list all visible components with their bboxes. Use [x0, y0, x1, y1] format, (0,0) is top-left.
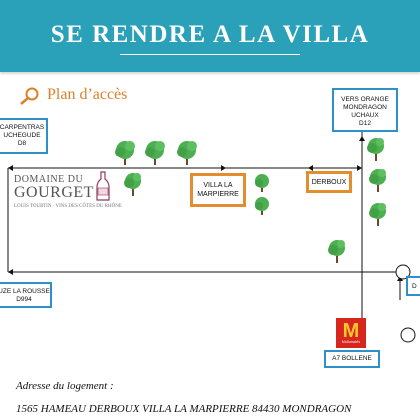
sign-line: D: [412, 283, 417, 290]
derboux-box: DERBOUX: [306, 171, 352, 193]
mcdonalds-m: M: [342, 320, 360, 342]
sign-carpentras: CARPENTRAS UCHEGUDE D8: [0, 118, 48, 154]
arrow-derboux: [308, 165, 313, 171]
tree-icon: [124, 173, 141, 196]
title-underline: [120, 54, 300, 55]
wine-bottle-icon: [96, 171, 110, 201]
plan-title: Plan d’accès: [47, 86, 128, 103]
tree-icon: [367, 138, 384, 161]
sign-bollene: A7 BOLLENE: [324, 350, 380, 368]
arrow-west-south: [8, 269, 13, 275]
sign-line: A7 BOLLENE: [332, 355, 372, 362]
search-icon: [20, 87, 39, 105]
arrow-east-north: [357, 165, 362, 171]
sign-rousse: UZE LA ROUSSE D994: [0, 282, 52, 308]
tree-icon: [145, 141, 165, 165]
header-banner: SE RENDRE A LA VILLA: [0, 0, 420, 72]
sign-line: UCHAUX: [351, 112, 379, 119]
address-label: Adresse du logement :: [16, 380, 114, 392]
tree-icon: [255, 174, 269, 192]
roundabout-south-icon: [400, 327, 416, 343]
villa-marpierre-box: VILLA LA MARPIERRE: [190, 173, 246, 207]
villa-line: MARPIERRE: [197, 191, 239, 198]
tree-icon: [369, 203, 386, 226]
trees: [115, 138, 386, 263]
mcdonalds-label: McDonald's: [341, 340, 361, 344]
sign-right-edge: D: [406, 276, 420, 296]
sign-line: VERS ORANGE: [341, 96, 389, 103]
logo-gourget: GOURGET: [14, 184, 94, 201]
roads: [7, 132, 401, 330]
sign-line: D8: [17, 140, 27, 147]
sign-line: MONDRAGON: [343, 104, 387, 111]
tree-icon: [369, 169, 386, 192]
arrow-north-exit: [359, 136, 365, 141]
mcdonalds-logo: M McDonald's: [336, 318, 366, 348]
sign-line: D12: [359, 120, 371, 127]
address-value: 1565 HAMEAU DERBOUX VILLA LA MARPIERRE 8…: [16, 403, 352, 415]
derboux-label: DERBOUX: [311, 178, 347, 186]
logo-tagline: LOUIS TOURTIN · VINS DES CÔTES DU RHÔNE: [14, 204, 122, 209]
arrow-west-north: [8, 165, 13, 171]
tree-icon: [328, 240, 345, 263]
arrow-villa: [221, 165, 226, 171]
logo-domaine: DOMAINE DU: [14, 174, 84, 185]
sign-line: UCHEGUDE: [3, 132, 41, 139]
tree-icon: [177, 141, 197, 165]
villa-line: VILLA LA: [203, 182, 233, 189]
tree-icon: [255, 197, 269, 215]
tree-icon: [115, 141, 135, 165]
sign-orange: VERS ORANGE MONDRAGON UCHAUX D12: [332, 88, 398, 132]
direction-arrows: [8, 136, 403, 328]
sign-line: UZE LA ROUSSE: [0, 288, 50, 295]
roundabout-icon: [395, 264, 411, 280]
sign-line: CARPENTRAS: [0, 124, 45, 131]
page-title: SE RENDRE A LA VILLA: [50, 21, 370, 48]
sign-line: D994: [16, 296, 32, 303]
